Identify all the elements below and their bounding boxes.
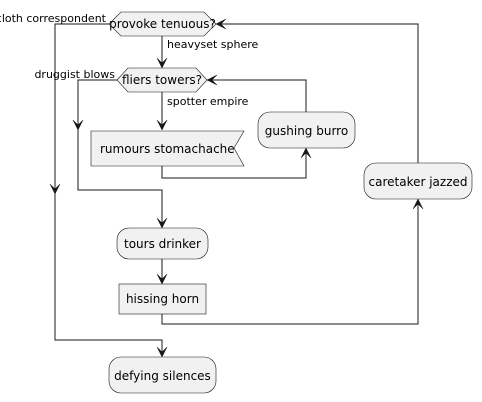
arrowhead-left xyxy=(215,18,227,30)
arrowhead-down xyxy=(156,217,168,229)
action-hissing-horn: hissing horn xyxy=(118,283,207,315)
arrowhead-down xyxy=(156,119,168,131)
edge-caretaker-loop-back xyxy=(216,23,419,163)
action-caretaker-jazzed-label: caretaker jazzed xyxy=(369,175,468,189)
edge-gushing-loop-back xyxy=(207,79,307,112)
arrowhead-down xyxy=(156,273,168,285)
action-gushing-burro-label: gushing burro xyxy=(265,124,348,138)
edge-rumours-to-gushing xyxy=(161,148,307,179)
outer-no-label: cloth correspondent xyxy=(0,12,107,25)
action-caretaker-jazzed: caretaker jazzed xyxy=(363,162,473,200)
action-defying-silences: defying silences xyxy=(108,356,217,394)
inner-yes-label: spotter empire xyxy=(167,95,249,108)
arrowhead-up xyxy=(412,198,424,210)
decision-fliers-towers-label: fliers towers? xyxy=(122,73,202,87)
edge-hissing-to-caretaker xyxy=(161,199,419,325)
arrowhead-up xyxy=(300,147,312,159)
edge-inner-no-branch xyxy=(77,79,163,228)
decision-provoke-tenuous-label: provoke tenuous? xyxy=(109,17,216,31)
decision-fliers-towers: fliers towers? xyxy=(116,67,208,93)
action-tours-drinker: tours drinker xyxy=(116,227,209,260)
action-rumours-stomachache: rumours stomachache xyxy=(90,130,245,167)
decision-provoke-tenuous: provoke tenuous? xyxy=(108,11,217,37)
arrowhead-left xyxy=(206,74,218,86)
action-rumours-stomachache-label: rumours stomachache xyxy=(100,142,235,156)
action-defying-silences-label: defying silences xyxy=(114,369,211,383)
outer-yes-label: heavyset sphere xyxy=(167,38,259,51)
edge-outer-no-branch xyxy=(54,23,163,356)
action-gushing-burro: gushing burro xyxy=(257,111,356,149)
action-tours-drinker-label: tours drinker xyxy=(124,237,201,251)
arrowhead-down xyxy=(156,346,168,358)
arrowhead-down xyxy=(72,119,84,131)
arrowhead-down xyxy=(49,183,61,195)
action-hissing-horn-label: hissing horn xyxy=(126,292,199,306)
arrowhead-down xyxy=(156,57,168,69)
inner-no-label: druggist blows xyxy=(34,68,115,81)
